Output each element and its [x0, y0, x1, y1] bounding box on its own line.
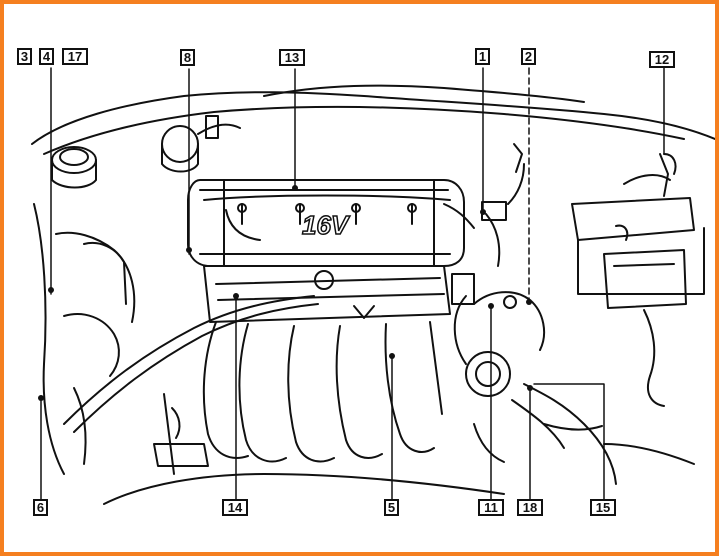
throttle-body	[465, 351, 511, 397]
callout-3: 3	[17, 48, 32, 65]
long-hose	[63, 295, 315, 425]
engine-cover-text: 16V	[302, 210, 351, 240]
bay-outline	[31, 91, 715, 145]
brake-fluid-tank	[161, 125, 199, 163]
callout-4: 4	[39, 48, 54, 65]
bay-inner-outline	[43, 105, 685, 155]
callout-8: 8	[180, 49, 195, 66]
callout-17: 17	[62, 48, 88, 65]
callout-13: 13	[279, 49, 305, 66]
engine-bay-line-drawing: 16V	[31, 67, 715, 505]
callout-15: 15	[590, 499, 616, 516]
left-wing	[33, 203, 65, 475]
callout-2: 2	[521, 48, 536, 65]
callout-1: 1	[475, 48, 490, 65]
callout-11: 11	[478, 499, 504, 516]
callout-12: 12	[649, 51, 675, 68]
runners	[202, 321, 249, 459]
plenum	[203, 265, 451, 323]
callout-18: 18	[517, 499, 543, 516]
reservoir-cap	[51, 146, 97, 174]
callout-5: 5	[384, 499, 399, 516]
battery-box	[571, 197, 695, 241]
callout-6: 6	[33, 499, 48, 516]
callout-14: 14	[222, 499, 248, 516]
bay-rear-rail	[263, 84, 585, 103]
